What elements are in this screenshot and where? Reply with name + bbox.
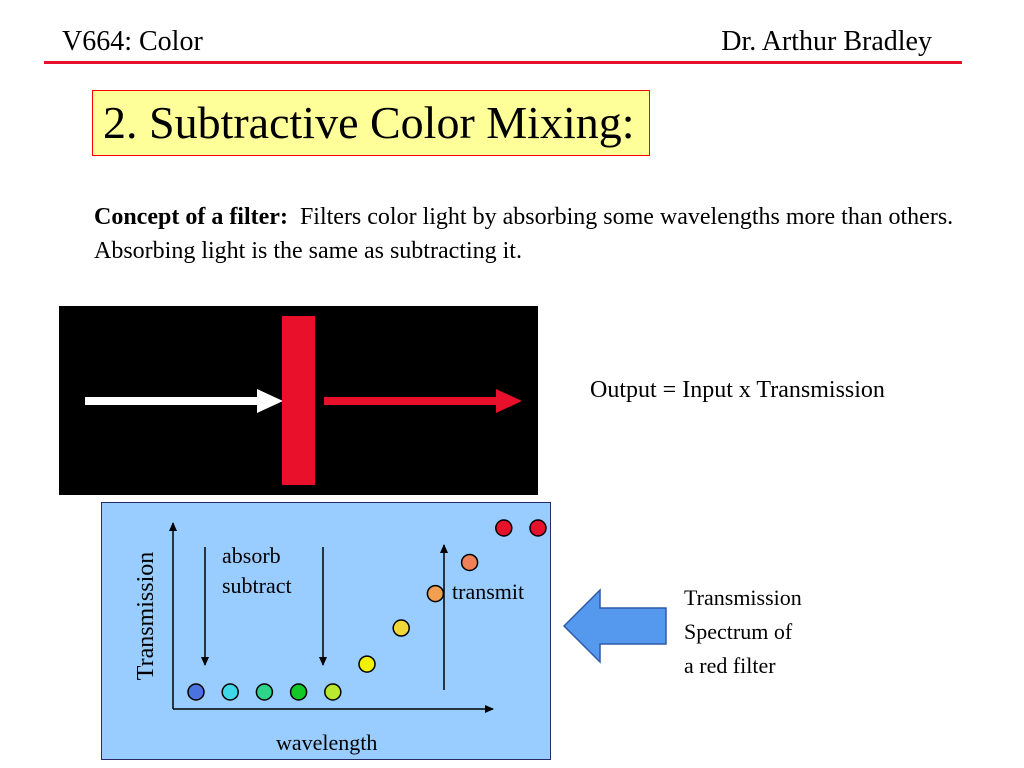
spectrum-point	[495, 519, 513, 537]
header-divider	[44, 61, 962, 64]
spectrum-point	[460, 553, 479, 572]
absorb-label-line-2: subtract	[222, 573, 292, 598]
spectrum-point	[221, 683, 239, 701]
spectrum-point	[289, 683, 308, 701]
spectrum-point	[255, 683, 274, 701]
concept-paragraph: Concept of a filter: Filters color light…	[94, 200, 954, 268]
input-arrow-icon	[85, 389, 283, 413]
spectrum-point	[392, 619, 410, 637]
spectrum-point	[358, 655, 376, 673]
y-axis-label: Transmission	[133, 551, 159, 681]
spectrum-point	[426, 584, 445, 603]
output-arrow-icon	[324, 389, 522, 413]
concept-text: Filters color light by absorbing some wa…	[94, 204, 954, 264]
slide-title-box: 2. Subtractive Color Mixing:	[92, 90, 650, 156]
filter-arrows	[85, 389, 522, 413]
caption-line-1: Transmission	[684, 585, 802, 610]
course-title: V664: Color	[62, 26, 203, 57]
absorb-subtract-label: absorb subtract	[222, 541, 292, 601]
spectrum-point	[324, 683, 342, 701]
x-axis-label: wavelength	[276, 730, 378, 755]
pointer-arrow-icon	[562, 588, 667, 664]
spectrum-point	[529, 519, 547, 537]
concept-label: Concept of a filter:	[94, 204, 288, 230]
absorb-label-line-1: absorb	[222, 543, 281, 568]
caption-line-3: a red filter	[684, 653, 776, 678]
red-filter	[282, 316, 315, 485]
author-name: Dr. Arthur Bradley	[721, 26, 932, 57]
spectrum-diagram	[101, 502, 551, 760]
spectrum-point	[187, 683, 205, 701]
filter-diagram	[59, 306, 538, 495]
equation-text: Output = Input x Transmission	[590, 377, 885, 403]
slide-title: 2. Subtractive Color Mixing:	[103, 97, 635, 148]
transmit-label: transmit	[452, 579, 525, 604]
spectrum-plot	[169, 519, 547, 713]
caption-line-2: Spectrum of	[684, 619, 793, 644]
spectrum-points	[187, 519, 547, 701]
spectrum-caption: Transmission Spectrum of a red filter	[684, 581, 802, 683]
